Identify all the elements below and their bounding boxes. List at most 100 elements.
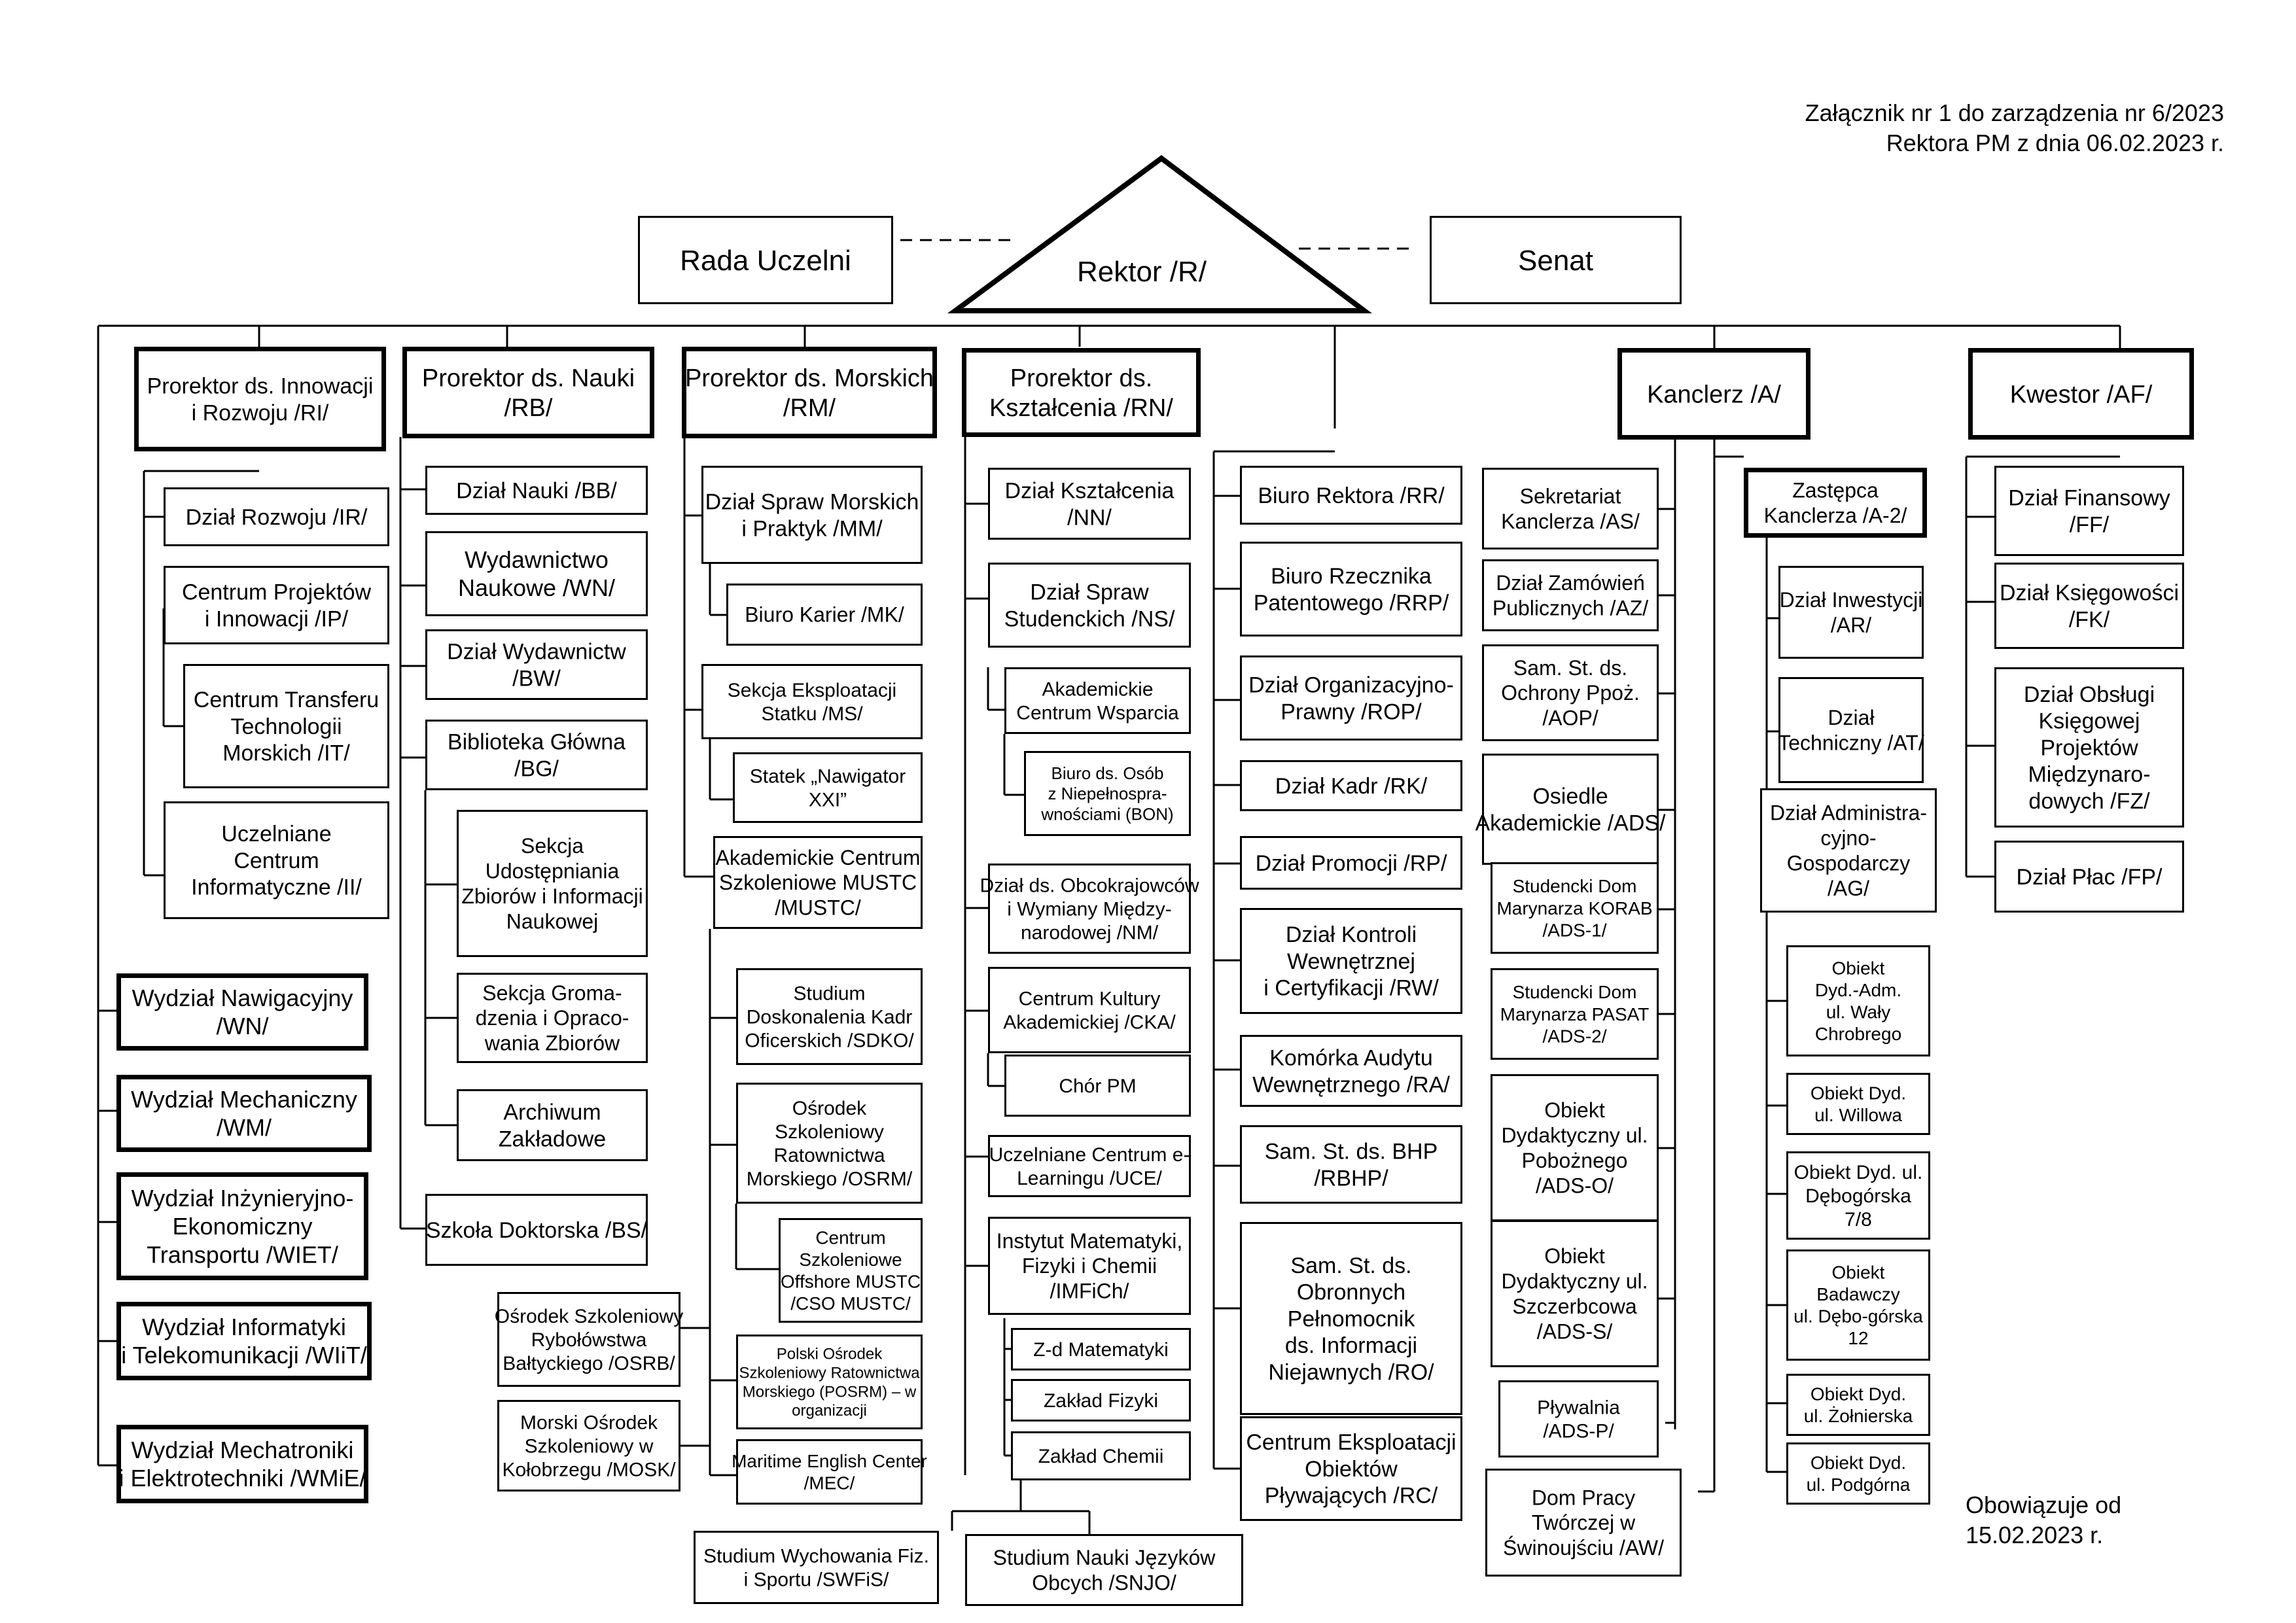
unit-label-line: Pływalnia [1537,1397,1620,1419]
unit-label-line: Twórczej w [1532,1511,1636,1535]
unit-frame-osrm [736,1083,923,1204]
unit-label-line: Technologii [230,714,342,739]
unit-label-line: dzenia i Opraco- [476,1006,629,1030]
unit-frame-sgrom [457,973,648,1063]
unit-box-bb: Dział Nauki /BB/ [425,466,648,515]
rektor-triangle [947,155,1372,313]
unit-label-line: Rada Uczelni [680,245,851,277]
unit-frame-sudz [457,810,648,957]
unit-label-line: Dział Kontroli [1286,922,1417,947]
unit-frame-af [1968,348,2194,440]
unit-frame-cso [779,1218,923,1323]
unit-frame-at [1778,677,1924,783]
unit-box-mec: Maritime English Center/MEC/ [732,1439,927,1505]
unit-label-line: Dom Pracy [1532,1486,1635,1509]
unit-label-line: Uczelniane Centrum e- [989,1144,1190,1166]
unit-label-line: Prawny /ROP/ [1280,699,1422,724]
unit-label-line: /AR/ [1831,613,1871,637]
unit-label-line: /AG/ [1828,877,1869,900]
unit-label-line: Dział Administra- [1770,801,1927,825]
unit-label-line: Dydaktyczny ul. [1501,1124,1648,1147]
unit-label-line: Chór PM [1059,1075,1136,1097]
unit-label-line: Senat [1518,245,1593,277]
unit-label-line: Biblioteka Główna [448,730,626,755]
unit-label-line: Dział Płac /FP/ [2017,865,2163,890]
unit-label-line: Obiekt [1832,958,1885,978]
unit-label-chor: Chór PM [1059,1075,1136,1097]
unit-label-line: Marynarza PASAT [1500,1004,1650,1024]
unit-label-line: Dział Inwestycji [1780,588,1923,612]
unit-label-line: Biuro Karier /MK/ [745,603,904,627]
unit-label-line: Dział Rozwoju /IR/ [186,505,368,530]
unit-label-line: Dyd.-Adm. [1815,980,1901,1000]
annex-note: Załącznik nr 1 do zarządzenia nr 6/2023 … [1805,98,2224,158]
unit-frame-imfich [988,1217,1191,1315]
unit-label-line: ds. Informacji [1285,1333,1417,1358]
unit-frame-wiet [116,1172,368,1280]
unit-frame-mec [736,1439,923,1505]
unit-label-line: Szczerbcowa [1512,1295,1637,1318]
unit-box-sgrom: Sekcja Groma-dzenia i Opraco-wania Zbior… [457,973,648,1063]
unit-label-line: Dębogórska [1805,1185,1911,1207]
unit-label-line: Transportu /WIET/ [147,1241,338,1268]
unit-label-ff: Dział Finansowy/FF/ [2008,486,2170,538]
unit-label-line: /RBHP/ [1314,1166,1388,1191]
unit-label-line: Komórka Audytu [1269,1046,1432,1071]
unit-label-line: Obiekt Dyd. ul. [1794,1162,1923,1183]
unit-label-line: 12 [1848,1328,1868,1348]
unit-box-ff: Dział Finansowy/FF/ [1994,466,2184,556]
unit-frame-uce [988,1135,1191,1197]
unit-label-line: Biuro Rzecznika [1271,564,1432,589]
unit-label-rp: Dział Promocji /RP/ [1256,851,1447,876]
unit-frame-ii [164,801,389,919]
unit-frame-obad [1786,1249,1930,1361]
unit-label-line: Wydział Nawigacyjny [132,985,353,1011]
unit-label-line: Dział Kształcenia [1005,479,1174,504]
unit-label-line: /NN/ [1067,505,1112,530]
unit-label-line: Obronnych [1297,1280,1405,1305]
unit-frame-mk [726,584,923,646]
unit-label-line: Dział Spraw Morskich [705,490,919,515]
unit-label-line: Szkoleniowy [775,1121,884,1143]
unit-label-line: Z-d Matematyki [1033,1339,1169,1361]
unit-frame-ir [164,487,389,546]
unit-label-line: Szkoleniowe [799,1249,902,1270]
unit-label-line: Obiekt Dyd. [1810,1083,1906,1104]
unit-label-sgrom: Sekcja Groma-dzenia i Opraco-wania Zbior… [476,981,629,1055]
unit-label-line: Sekcja [521,834,584,858]
unit-label-line: Dział Zamówień [1496,571,1645,595]
unit-label-line: Informatyczne /II/ [191,875,362,900]
unit-label-senat: Senat [1518,245,1593,277]
unit-label-line: Wydział Mechaniczny [131,1086,357,1113]
unit-label-line: Centrum Eksploatacji [1246,1430,1456,1455]
unit-label-line: ul. Willowa [1814,1105,1902,1125]
unit-label-line: Sekretariat [1520,485,1621,508]
unit-frame-bb [425,466,648,515]
unit-label-line: i Rozwoju /RI/ [192,400,329,425]
unit-label-line: Studencki Dom [1513,876,1637,896]
unit-label-line: Studencki Dom [1513,982,1637,1002]
unit-label-line: Naukowej [506,909,599,933]
unit-frame-fp [1994,841,2184,913]
unit-frame-bs [425,1194,648,1266]
unit-label-line: /WM/ [217,1114,272,1141]
unit-frame-ads [1482,754,1659,865]
unit-label-line: Oficerskich /SDKO/ [745,1030,914,1052]
